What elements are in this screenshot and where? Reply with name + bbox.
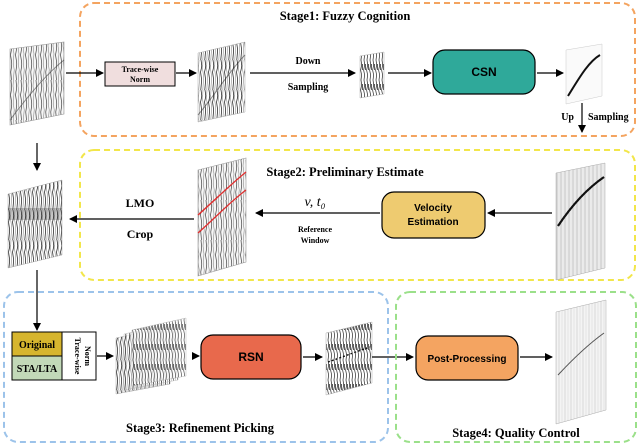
lmo-label: LMO bbox=[126, 196, 155, 210]
stage2-frame bbox=[79, 149, 636, 281]
input-gather-image bbox=[9, 41, 65, 126]
rsn-label: RSN bbox=[238, 350, 263, 364]
reference-window-image bbox=[197, 157, 247, 277]
up-sampling-label: Sampling bbox=[588, 112, 629, 123]
stage2-title: Stage2: Preliminary Estimate bbox=[266, 165, 424, 179]
post-processing-label: Post-Processing bbox=[428, 354, 507, 365]
input-stack-block: Original STA/LTA Trace-wise Norm bbox=[11, 331, 97, 381]
stage4-title: Stage4: Quality Control bbox=[452, 426, 580, 440]
normalized-gather-image bbox=[197, 41, 246, 123]
coarse-pick-image bbox=[565, 43, 603, 105]
final-pick-image bbox=[555, 299, 607, 425]
up-label: Up bbox=[561, 112, 574, 123]
velocity-label-2: Estimation bbox=[407, 217, 458, 228]
stage3-title: Stage3: Refinement Picking bbox=[126, 421, 275, 435]
sampling-label: Sampling bbox=[288, 82, 329, 93]
trace-norm-label-2: Norm bbox=[130, 75, 150, 84]
upsampled-pick-image bbox=[555, 162, 606, 281]
stack-norm-label-2: Norm bbox=[83, 346, 92, 366]
csn-block: CSN bbox=[432, 49, 536, 95]
stage1-title: Stage1: Fuzzy Cognition bbox=[280, 9, 411, 23]
lmo-gather-image bbox=[7, 179, 63, 269]
stage3-frame bbox=[3, 291, 389, 443]
sta-lta-label: STA/LTA bbox=[17, 364, 58, 375]
trace-norm-label-1: Trace-wise bbox=[122, 65, 159, 74]
stack-norm-label-1: Trace-wise bbox=[73, 338, 82, 375]
refined-pick-image bbox=[325, 321, 373, 396]
post-processing-block: Post-Processing bbox=[415, 335, 519, 381]
multichannel-window-image bbox=[115, 317, 187, 395]
window-label: Window bbox=[301, 236, 330, 245]
v-t0-label: v, t₀ bbox=[305, 195, 326, 210]
downsampled-gather-image bbox=[359, 51, 385, 99]
down-label: Down bbox=[295, 56, 320, 67]
reference-label: Reference bbox=[298, 225, 333, 234]
rsn-block: RSN bbox=[200, 334, 302, 380]
stage4-frame bbox=[395, 291, 637, 443]
trace-norm-block: Trace-wise Norm bbox=[104, 61, 176, 87]
stage1-frame bbox=[79, 2, 636, 137]
csn-label: CSN bbox=[471, 65, 496, 79]
crop-label: Crop bbox=[127, 227, 154, 241]
velocity-label-1: Velocity bbox=[414, 203, 452, 214]
original-label: Original bbox=[19, 340, 55, 351]
velocity-estimation-block: Velocity Estimation bbox=[381, 191, 486, 239]
